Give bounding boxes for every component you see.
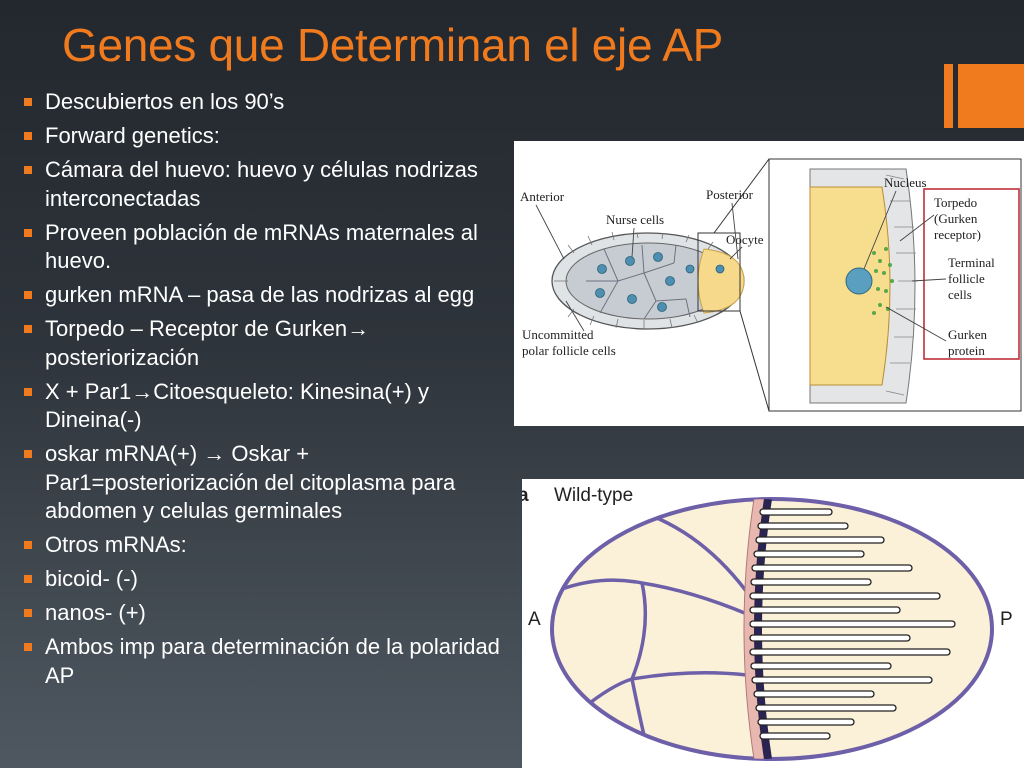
microtubule <box>755 536 885 544</box>
microtubule <box>753 550 865 558</box>
square-bullet-icon <box>24 609 32 617</box>
microtubule <box>750 662 892 670</box>
bullet-item: Cámara del huevo: huevo y células nodriz… <box>22 156 512 213</box>
microtubule <box>750 578 872 586</box>
microtubule <box>751 676 933 684</box>
microtubule <box>749 634 911 642</box>
square-bullet-icon <box>24 575 32 583</box>
microtubule <box>759 508 833 516</box>
microtubule <box>749 606 901 614</box>
bullet-item: Otros mRNAs: <box>22 531 512 560</box>
egg-chamber-diagram: Anterior Posterior Nurse cells Oocyte Un… <box>520 158 1022 412</box>
square-bullet-icon <box>24 450 32 458</box>
label-p-posterior: P <box>1000 609 1013 630</box>
bullet-item: X + Par1→Citoesqueleto: Kinesina(+) y Di… <box>22 378 512 435</box>
microtubule <box>749 592 941 600</box>
square-bullet-icon <box>24 132 32 140</box>
square-bullet-icon <box>24 228 32 237</box>
square-bullet-icon <box>24 166 32 174</box>
microtubule <box>757 718 855 726</box>
oocyte-outline <box>550 497 994 761</box>
oocyte-inset-box <box>697 232 741 312</box>
square-bullet-icon <box>24 643 32 651</box>
bullet-item: nanos- (+) <box>22 599 512 628</box>
square-bullet-icon <box>24 541 32 549</box>
wild-type-label: Wild-type <box>554 485 633 506</box>
label-a-anterior: A <box>528 609 541 630</box>
bullet-text: X + Par1→Citoesqueleto: Kinesina(+) y Di… <box>45 378 429 433</box>
accent-bar-wide <box>958 64 1024 128</box>
panel-letter: a <box>522 485 529 506</box>
microtubule <box>759 732 831 740</box>
oocyte-nucleus-zoom <box>845 267 873 295</box>
label-terminal-1: Terminal <box>948 255 995 270</box>
label-torpedo-1: Torpedo <box>934 195 977 210</box>
bullet-text: Ambos imp para determinación de la polar… <box>45 634 500 688</box>
bullet-text: bicoid- (-) <box>45 566 138 591</box>
square-bullet-icon <box>24 291 32 299</box>
label-anterior: Anterior <box>520 189 565 204</box>
leader-lines-left <box>535 202 743 332</box>
oocyte <box>697 248 745 314</box>
label-oocyte: Oocyte <box>726 232 764 247</box>
egg-chamber-figure: Anterior Posterior Nurse cells Oocyte Un… <box>514 141 1024 426</box>
bullet-text: Proveen población de mRNAs maternales al… <box>45 219 478 274</box>
bullet-item: Ambos imp para determinación de la polar… <box>22 633 512 690</box>
label-uncommitted: Uncommitted <box>522 327 594 342</box>
square-bullet-icon <box>24 98 32 106</box>
bullet-text: oskar mRNA(+) → Oskar + Par1=posterioriz… <box>45 441 456 523</box>
bullet-text: nanos- (+) <box>45 600 146 625</box>
accent-bar-thin <box>944 64 953 128</box>
nurse-cell-boundaries <box>586 244 691 320</box>
torpedo-highlight-box <box>923 188 1020 360</box>
square-bullet-icon <box>24 325 32 333</box>
label-gurken-2: protein <box>948 343 985 358</box>
microtubule <box>751 564 913 572</box>
decorative-bars <box>944 64 1024 128</box>
label-nurse-cells: Nurse cells <box>606 212 664 227</box>
label-terminal-3: cells <box>948 287 972 302</box>
leader-lines-right <box>863 190 947 342</box>
gurken-protein-dots <box>872 247 894 315</box>
bullet-item: Forward genetics: <box>22 122 512 151</box>
wild-type-figure: a Wild-type A P <box>522 479 1024 768</box>
bullet-text: gurken mRNA – pasa de las nodrizas al eg… <box>45 282 475 307</box>
bullet-text: Cámara del huevo: huevo y células nodriz… <box>45 157 478 211</box>
bullet-text: Torpedo – Receptor de Gurken→ posteriori… <box>45 316 370 370</box>
microtubule <box>749 620 956 628</box>
follicle-cell-dividers <box>885 174 918 396</box>
microtubule <box>749 648 951 656</box>
label-posterior: Posterior <box>706 187 754 202</box>
bullet-text: Descubiertos en los 90’s <box>45 89 285 114</box>
slide-title: Genes que Determinan el eje AP <box>62 19 723 71</box>
label-terminal-2: follicle <box>948 271 985 286</box>
label-nucleus: Nucleus <box>884 175 927 190</box>
nurse-cell-nuclei <box>595 252 695 312</box>
bullet-text: Otros mRNAs: <box>45 532 187 557</box>
bullet-item: Proveen población de mRNAs maternales al… <box>22 219 512 276</box>
label-gurken-1: Gurken <box>948 327 987 342</box>
bullet-item: Torpedo – Receptor de Gurken→ posteriori… <box>22 315 512 372</box>
zoom-line-bottom <box>739 310 770 412</box>
bullet-item: bicoid- (-) <box>22 565 512 594</box>
oocyte-nucleus <box>715 264 725 274</box>
anterior-cortex-line <box>754 499 772 759</box>
wild-type-diagram: a Wild-type A P <box>522 485 1013 761</box>
follicle-cell-boundaries <box>554 231 723 329</box>
microtubule <box>757 522 849 530</box>
label-polar-follicle-cells: polar follicle cells <box>522 343 616 358</box>
bullet-item: gurken mRNA – pasa de las nodrizas al eg… <box>22 281 512 310</box>
microtubules <box>749 508 956 740</box>
zoom-line-top <box>713 158 770 234</box>
label-torpedo-2: (Gurken <box>934 211 978 226</box>
bullet-item: Descubiertos en los 90’s <box>22 88 512 117</box>
microtubule <box>755 704 897 712</box>
microtubule <box>753 690 875 698</box>
bullet-text: Forward genetics: <box>45 123 220 148</box>
label-torpedo-3: receptor) <box>934 227 981 242</box>
square-bullet-icon <box>24 387 32 396</box>
bullet-item: oskar mRNA(+) → Oskar + Par1=posterioriz… <box>22 440 512 526</box>
